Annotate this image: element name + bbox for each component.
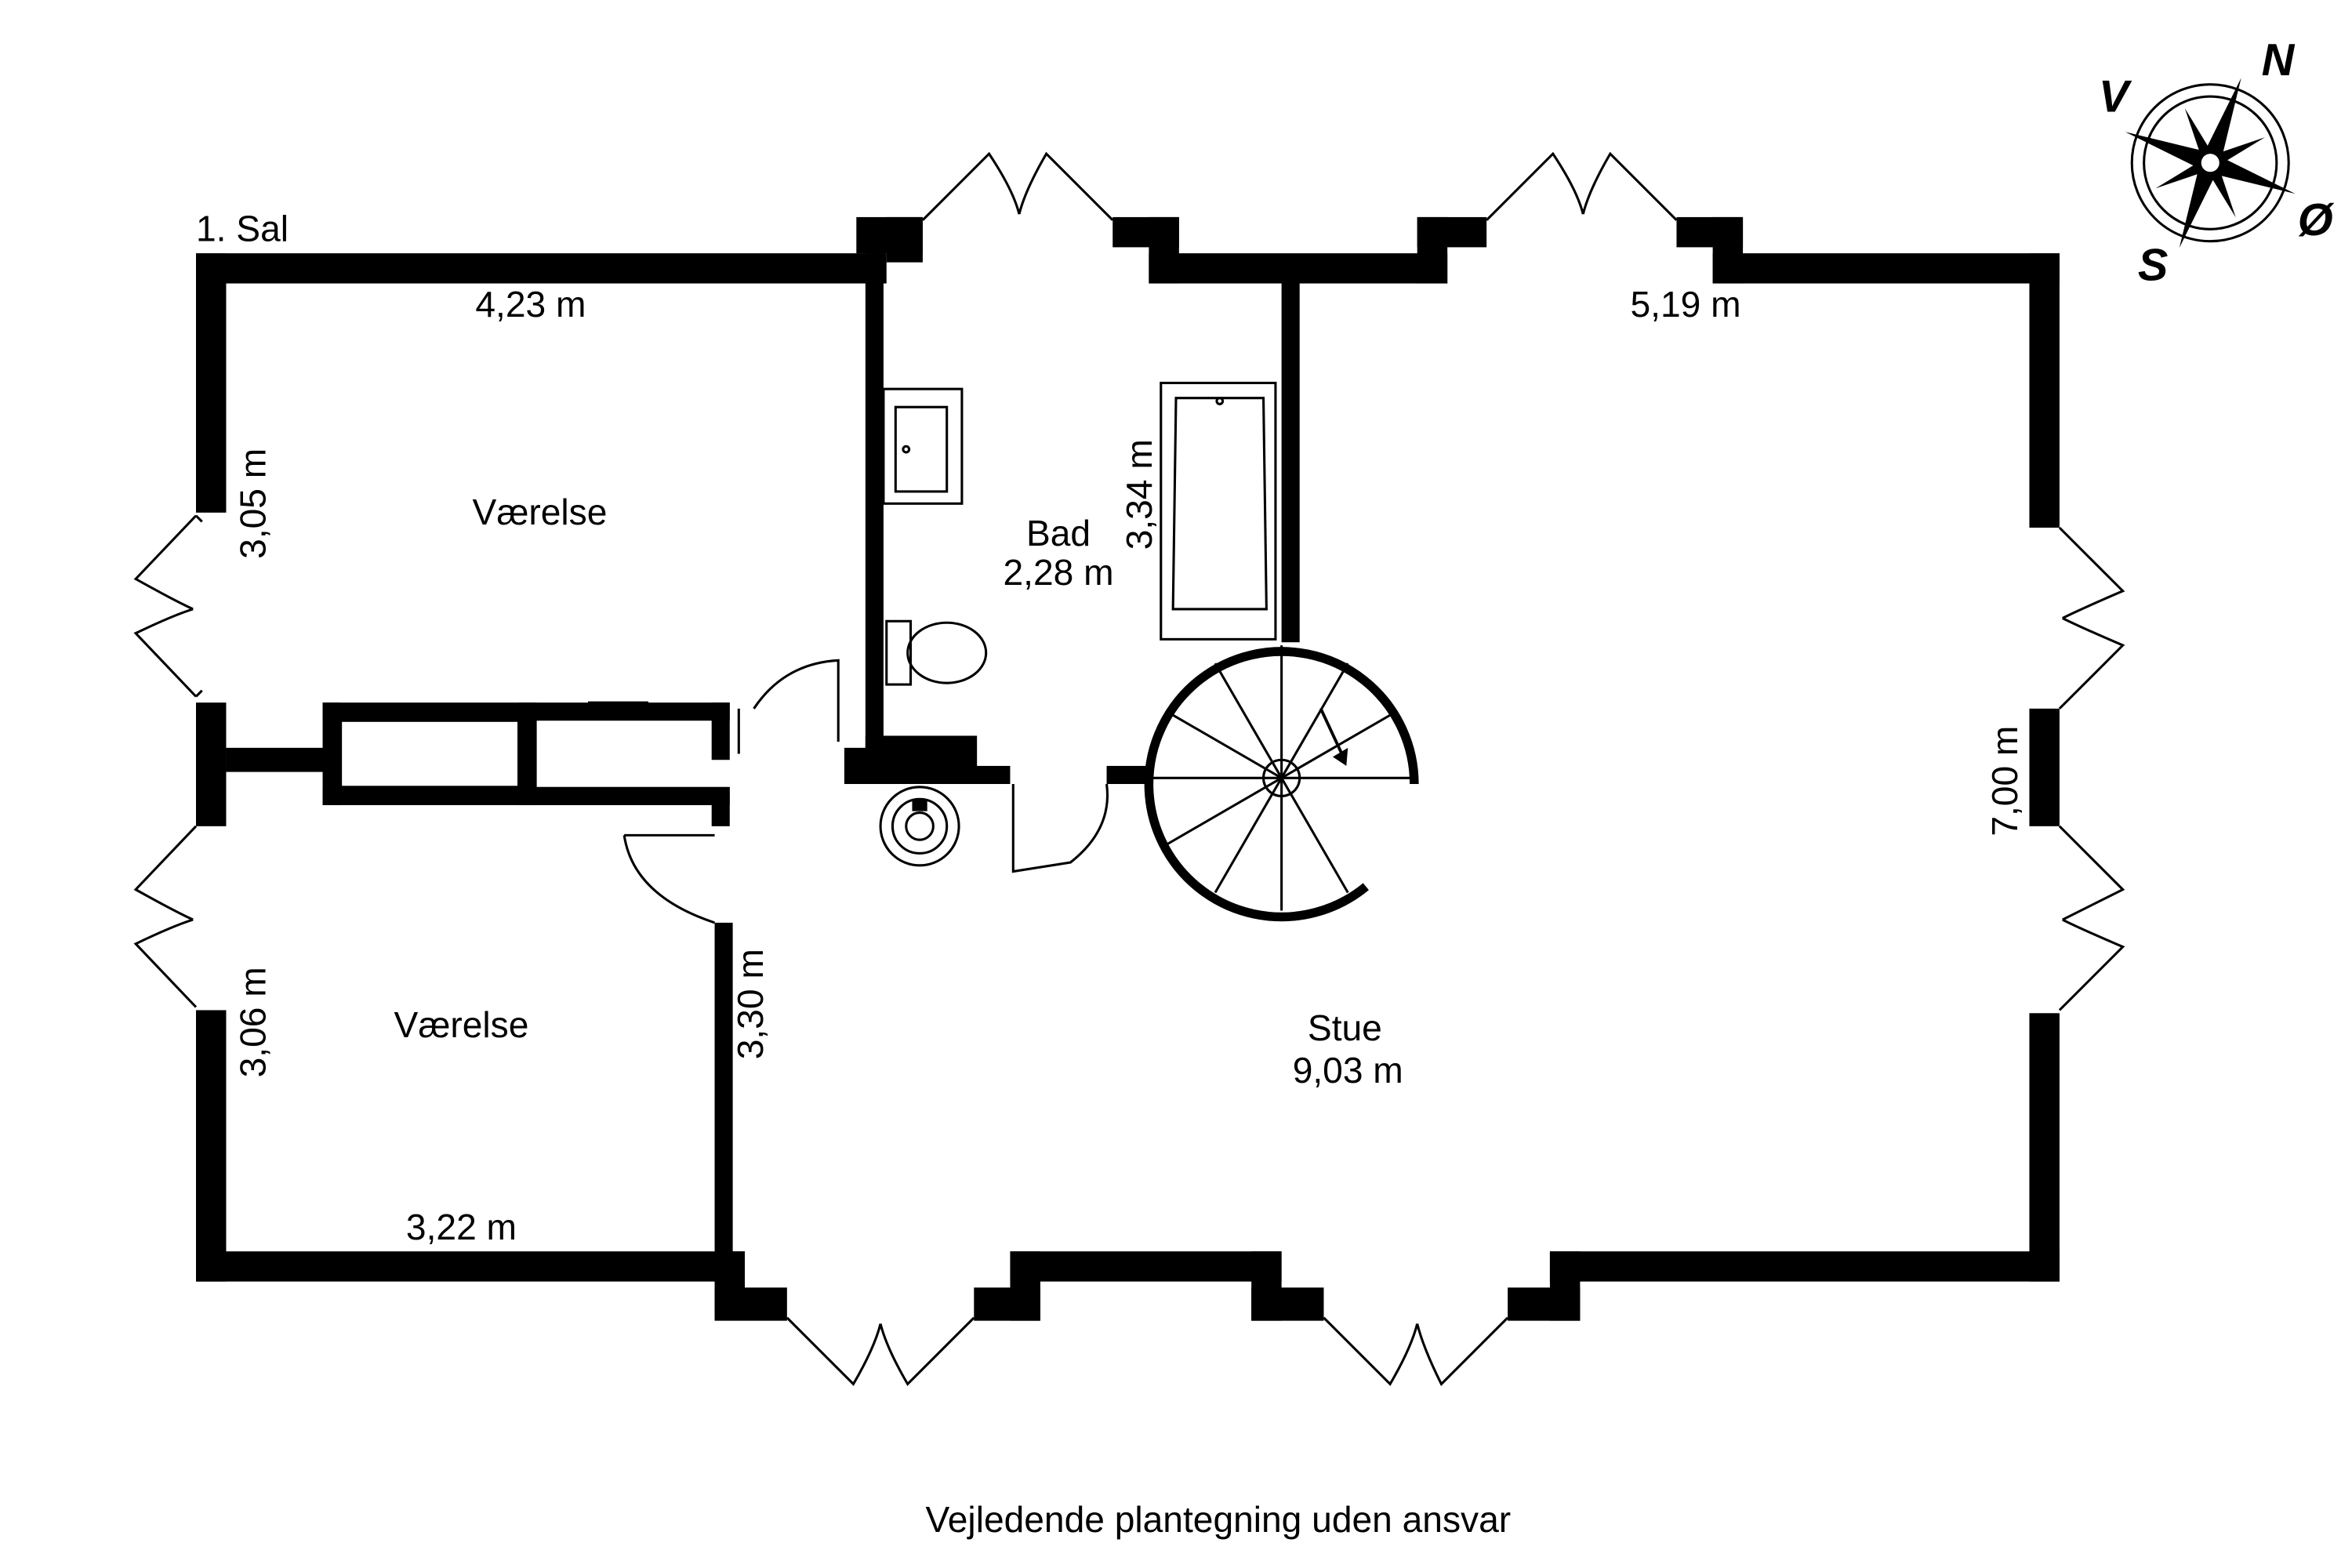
dimension-stue-width: 9,03 m	[1293, 1050, 1403, 1091]
stove-icon	[879, 786, 960, 867]
doors	[622, 659, 1109, 924]
spiral-staircase	[1144, 645, 1419, 922]
compass-north-label: N	[2262, 35, 2296, 85]
room-name-bad: Bad	[1026, 513, 1091, 554]
dimension-bad-depth: 3,34 m	[1119, 439, 1160, 550]
dimension-bad-width: 2,28 m	[1003, 552, 1113, 593]
compass-south-label: S	[2138, 241, 2168, 291]
dimension-vaerelse-bottom-depth: 3,06 m	[232, 967, 273, 1077]
bathroom-fixtures	[879, 381, 1277, 867]
closet-doors	[339, 701, 712, 800]
toilet-icon	[885, 619, 913, 686]
sink-icon	[882, 387, 964, 505]
room-name-stue: Stue	[1308, 1007, 1382, 1048]
room-name-vaerelse-top: Værelse	[473, 492, 608, 532]
bathtub-icon	[1160, 381, 1277, 641]
stair-direction-arrow-icon	[1333, 747, 1348, 766]
compass-east-label: Ø	[2298, 195, 2335, 245]
footer-disclaimer: Vejledende plantegning uden ansvar	[926, 1499, 1512, 1540]
dimension-stue-top-width: 5,19 m	[1630, 284, 1740, 325]
windows	[133, 151, 2125, 1386]
floor-label: 1. Sal	[196, 209, 289, 249]
dimension-vaerelse-bottom-width: 3,22 m	[406, 1207, 517, 1247]
dimension-stue-left-depth: 3,30 m	[730, 949, 771, 1059]
room-name-vaerelse-bottom: Værelse	[394, 1004, 529, 1045]
compass-west-label: V	[2099, 71, 2132, 122]
dimension-vaerelse-top-depth: 3,05 m	[232, 448, 273, 559]
dimension-stue-depth: 7,00 m	[1984, 726, 2025, 837]
compass-rose-icon	[2125, 78, 2296, 249]
walls	[196, 216, 2060, 1321]
dimension-vaerelse-top-width: 4,23 m	[475, 284, 586, 325]
